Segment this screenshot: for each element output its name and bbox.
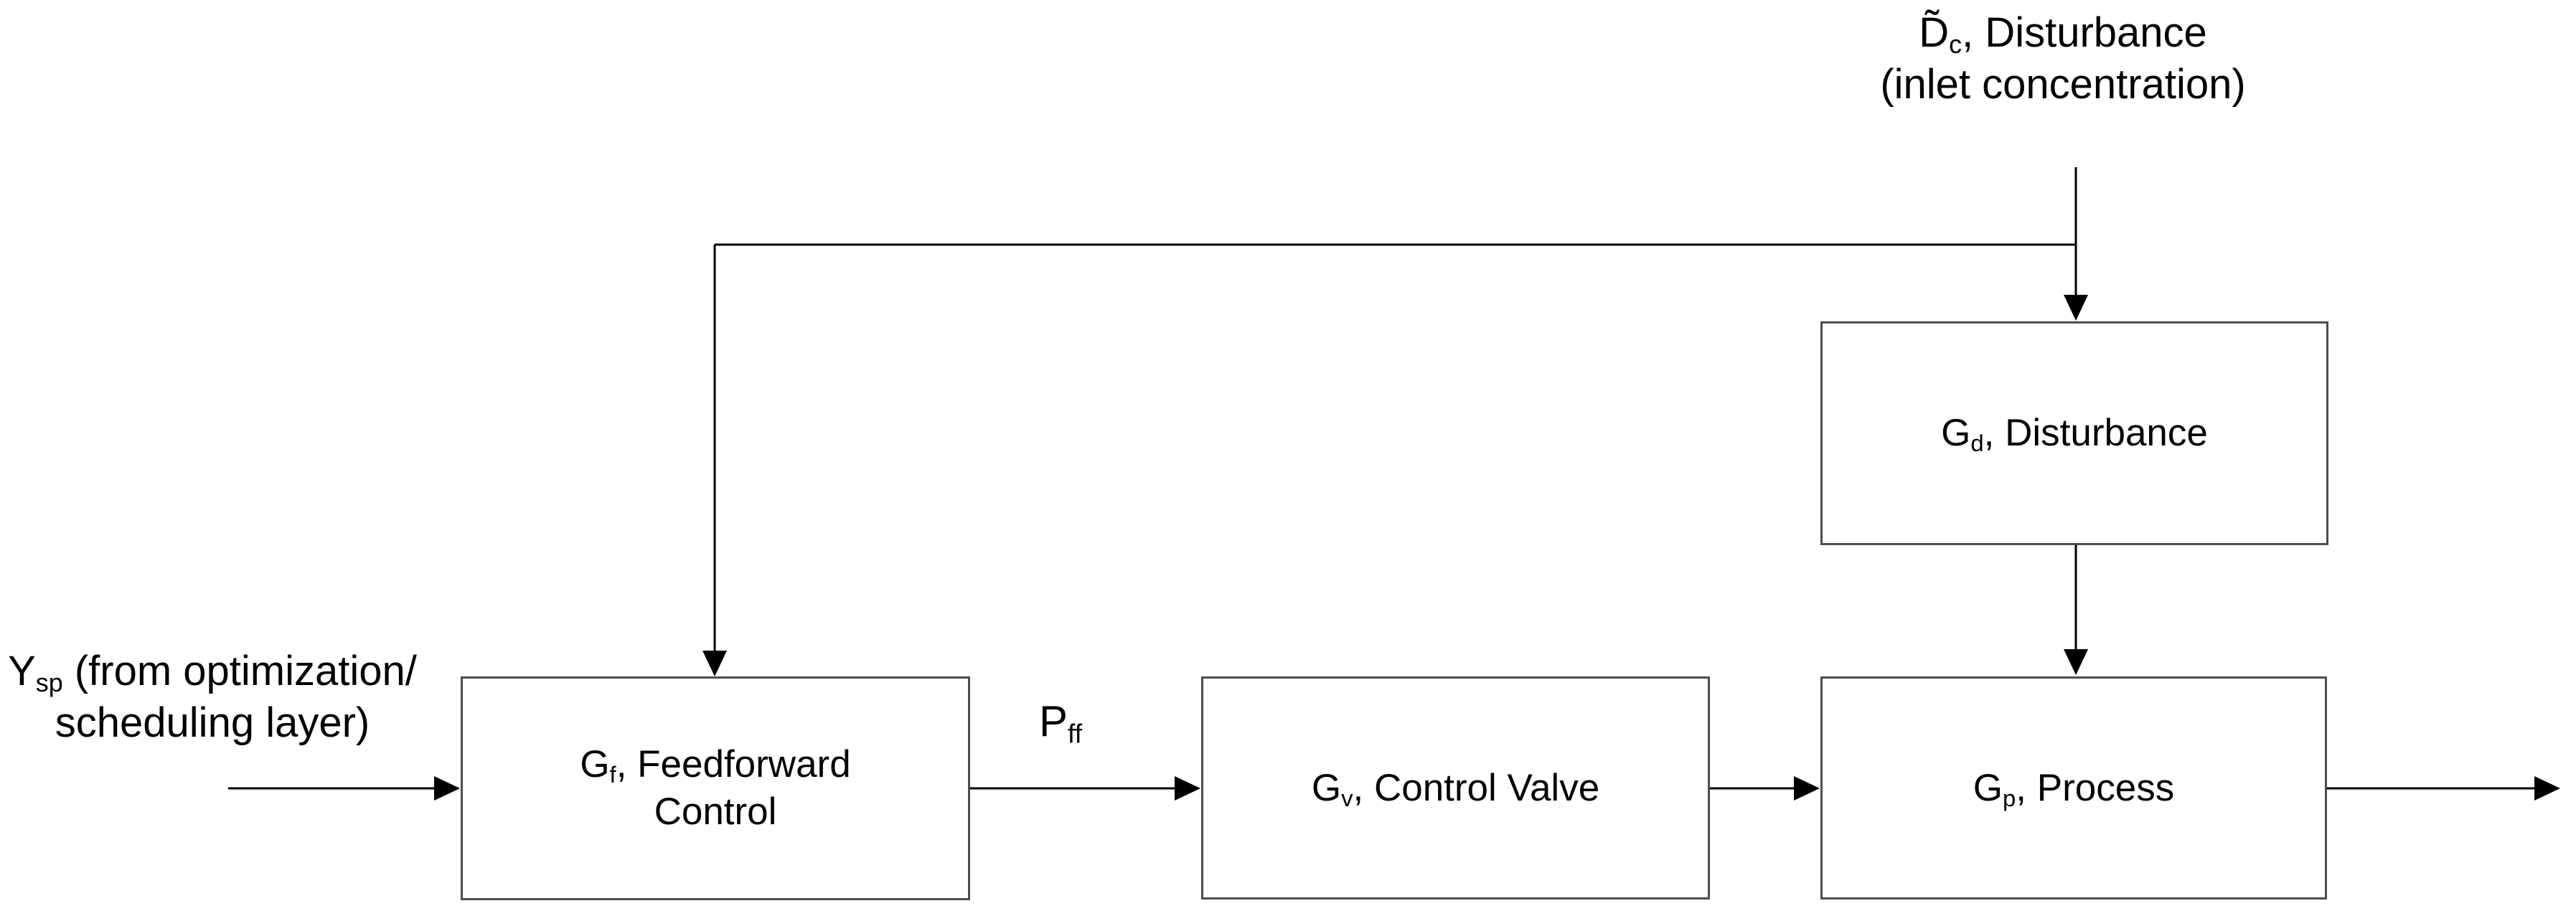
- arrowhead-into-gv-left: [1175, 776, 1200, 801]
- block-gf-label-line2: Control: [654, 790, 777, 833]
- pff-signal-label: Pff: [1039, 697, 1083, 749]
- arrowhead-into-gd: [2064, 295, 2088, 321]
- arrowhead-into-gf-left: [434, 776, 460, 801]
- arrowhead-into-gp-top: [2064, 649, 2088, 675]
- setpoint-input-label: Ysp (from optimization/ scheduling layer…: [0, 646, 425, 749]
- block-gf-label-line1: Gf, Feedforward: [580, 743, 851, 788]
- block-gp-process: Gp, Process: [1820, 676, 2327, 900]
- setpoint-input-label-line1: Ysp (from optimization/: [8, 648, 417, 697]
- arrowhead-into-gp-left: [1794, 776, 1820, 801]
- block-gv-control-valve: Gv, Control Valve: [1201, 676, 1710, 900]
- block-gd-label: Gd, Disturbance: [1941, 412, 2208, 457]
- block-gf-label: Gf, Feedforward Control: [580, 741, 850, 836]
- setpoint-input-label-line2: scheduling layer): [55, 699, 370, 746]
- disturbance-input-label: D̃c, Disturbance (inlet concentration): [1848, 7, 2278, 110]
- disturbance-input-label-line2: (inlet concentration): [1880, 61, 2246, 108]
- arrowhead-process-output: [2534, 776, 2560, 801]
- block-gf-feedforward-control: Gf, Feedforward Control: [461, 676, 970, 900]
- block-gv-label: Gv, Control Valve: [1311, 766, 1600, 811]
- block-gp-label: Gp, Process: [1973, 766, 2175, 811]
- disturbance-input-label-line1: D̃c, Disturbance: [1919, 9, 2207, 59]
- arrowhead-into-gf-top: [702, 651, 727, 676]
- block-gd-disturbance: Gd, Disturbance: [1820, 321, 2328, 545]
